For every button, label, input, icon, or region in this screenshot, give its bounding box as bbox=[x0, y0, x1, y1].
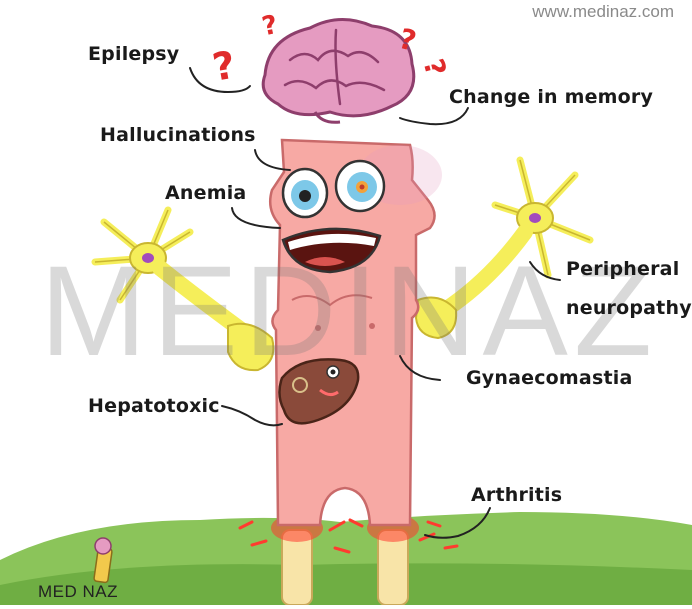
svg-text:?: ? bbox=[259, 10, 280, 42]
svg-text:?: ? bbox=[395, 22, 419, 58]
label-gynaecomastia: Gynaecomastia bbox=[466, 367, 632, 389]
brain-icon bbox=[263, 19, 414, 122]
label-hepatotoxic: Hepatotoxic bbox=[88, 395, 220, 417]
label-neuropathy: neuropathy bbox=[566, 297, 692, 319]
svg-text:?: ? bbox=[209, 43, 238, 90]
label-hallucinations: Hallucinations bbox=[100, 124, 256, 146]
label-change-in-memory: Change in memory bbox=[449, 86, 653, 108]
brand-logo: MED NAZ bbox=[38, 582, 118, 602]
label-arthritis: Arthritis bbox=[471, 484, 562, 506]
label-anemia: Anemia bbox=[165, 182, 246, 204]
svg-text:?: ? bbox=[417, 55, 453, 79]
label-peripheral: Peripheral bbox=[566, 258, 679, 280]
site-url: www.medinaz.com bbox=[532, 2, 674, 22]
label-epilepsy: Epilepsy bbox=[88, 43, 179, 65]
